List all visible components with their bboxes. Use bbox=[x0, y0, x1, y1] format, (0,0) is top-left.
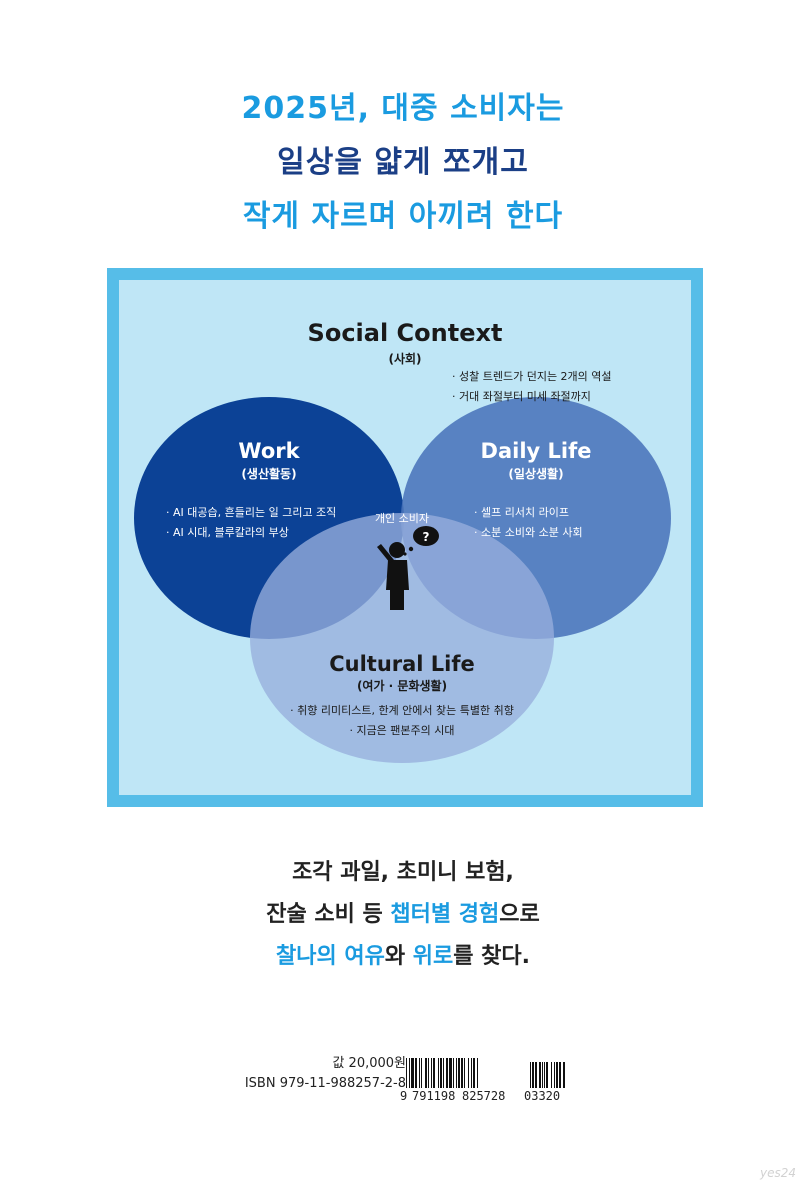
barcode-addon-bar bbox=[539, 1062, 541, 1088]
footer-line-1: 조각 과일, 초미니 보험, bbox=[292, 860, 514, 885]
barcode-addon-bar bbox=[556, 1062, 558, 1088]
footer-line-2: 잔술 소비 등 챕터별 경험으로 bbox=[0, 894, 806, 936]
social-bullet-2: · 거대 좌절부터 미세 좌절까지 bbox=[452, 390, 591, 403]
social-subtitle: (사회) bbox=[388, 351, 421, 366]
barcode-bar bbox=[438, 1058, 439, 1088]
venn-diagram: Social Context (사회) · 성찰 트렌드가 던지는 2개의 역설… bbox=[134, 319, 671, 763]
center-label: 개인 소비자 bbox=[375, 512, 429, 525]
barcode-group-2: 825728 bbox=[462, 1089, 506, 1103]
footer-highlight-comfort: 위로 bbox=[412, 944, 454, 969]
price-block: 값 20,000원 ISBN 979-11-988257-2-8 bbox=[226, 1054, 406, 1094]
headline-line-1: 2025년, 대중 소비자는 bbox=[241, 91, 565, 126]
social-title: Social Context bbox=[308, 319, 503, 347]
work-subtitle: (생산활동) bbox=[241, 466, 296, 481]
footer-copy: 조각 과일, 초미니 보험, 잔술 소비 등 챕터별 경험으로 찰나의 여유와 … bbox=[0, 852, 806, 978]
barcode-group-1: 791198 bbox=[412, 1089, 456, 1103]
barcode-bar bbox=[468, 1058, 469, 1088]
barcode-addon-bar bbox=[532, 1062, 534, 1088]
footer-highlight-leisure: 찰나의 여유 bbox=[275, 944, 385, 969]
cultural-title: Cultural Life bbox=[329, 652, 475, 676]
barcode-bar bbox=[461, 1058, 463, 1088]
barcode-bar bbox=[471, 1058, 472, 1088]
isbn-barcode bbox=[406, 1058, 565, 1088]
barcode-bar bbox=[446, 1058, 448, 1088]
daily-title: Daily Life bbox=[481, 439, 592, 463]
daily-bullet-2: · 소분 소비와 소분 사회 bbox=[474, 526, 583, 539]
barcode-bar bbox=[419, 1058, 420, 1088]
footer-line-3-mid-2: 를 찾다. bbox=[453, 944, 530, 969]
person-thinking-icon: ? bbox=[377, 526, 439, 610]
barcode-addon-bar bbox=[530, 1062, 531, 1088]
barcode-bar bbox=[431, 1058, 432, 1088]
work-bullet-1: · AI 대공습, 흔들리는 일 그리고 조직 bbox=[166, 505, 336, 519]
work-title: Work bbox=[238, 439, 300, 463]
barcode-bar bbox=[477, 1058, 478, 1088]
barcode-bar bbox=[473, 1058, 475, 1088]
isbn-label: ISBN 979-11-988257-2-8 bbox=[244, 1076, 406, 1091]
barcode-addon-bar bbox=[563, 1062, 565, 1088]
barcode-bar bbox=[433, 1058, 435, 1088]
cultural-subtitle: (여가 · 문화생활) bbox=[357, 678, 447, 693]
barcode-bar bbox=[428, 1058, 429, 1088]
daily-bullet-1: · 셀프 리서치 라이프 bbox=[474, 506, 569, 519]
headline-line-2: 일상을 얇게 쪼개고 bbox=[277, 145, 529, 180]
barcode-bar bbox=[425, 1058, 427, 1088]
cultural-bullet-2: · 지금은 팬본주의 시대 bbox=[349, 724, 454, 737]
work-bullet-2: · AI 시대, 블루칼라의 부상 bbox=[166, 526, 289, 539]
cultural-bullet-1: · 취향 리미티스트, 한계 안에서 찾는 특별한 취향 bbox=[290, 704, 514, 717]
footer-line-3-mid-1: 와 bbox=[384, 944, 413, 969]
barcode-bar bbox=[411, 1058, 414, 1088]
barcode-bar bbox=[415, 1058, 417, 1088]
barcode-bar bbox=[456, 1058, 457, 1088]
barcode-addon-bar bbox=[544, 1062, 545, 1088]
barcode-bar bbox=[409, 1058, 410, 1088]
barcode-bar bbox=[464, 1058, 465, 1088]
barcode-bar bbox=[440, 1058, 442, 1088]
barcode-bar bbox=[458, 1058, 460, 1088]
footer-line-2-suffix: 으로 bbox=[499, 902, 540, 927]
social-bullet-1: · 성찰 트렌드가 던지는 2개의 역설 bbox=[452, 370, 612, 383]
barcode-bar bbox=[449, 1058, 452, 1088]
footer-highlight-chapter: 챕터별 경험 bbox=[390, 902, 500, 927]
footer-line-3: 찰나의 여유와 위로를 찾다. bbox=[0, 936, 806, 978]
barcode-bar bbox=[406, 1058, 407, 1088]
barcode-addon-bar bbox=[554, 1062, 555, 1088]
daily-subtitle: (일상생활) bbox=[508, 466, 563, 481]
barcode-addon-bar bbox=[559, 1062, 561, 1088]
price-label: 값 20,000원 bbox=[332, 1056, 406, 1071]
barcode-bar bbox=[421, 1058, 422, 1088]
barcode-bar bbox=[443, 1058, 444, 1088]
barcode-addon-bar bbox=[551, 1062, 552, 1088]
barcode-addon: 03320 bbox=[524, 1089, 561, 1103]
venn-diagram-frame: Social Context (사회) · 성찰 트렌드가 던지는 2개의 역설… bbox=[107, 268, 703, 807]
svg-text:?: ? bbox=[423, 530, 430, 544]
barcode-addon-bar bbox=[542, 1062, 543, 1088]
watermark-logo: yes24 bbox=[759, 1166, 796, 1180]
cultural-life-circle bbox=[250, 513, 554, 763]
barcode-addon-bar bbox=[535, 1062, 537, 1088]
barcode-bar bbox=[453, 1058, 454, 1088]
barcode-lead-digit: 9 bbox=[400, 1089, 408, 1103]
headline: 2025년, 대중 소비자는 일상을 얇게 쪼개고 작게 자르며 아끼려 한다 bbox=[0, 82, 806, 244]
barcode-addon-bar bbox=[546, 1062, 548, 1088]
footer-line-2-text: 잔술 소비 등 bbox=[266, 902, 391, 927]
headline-line-3: 작게 자르며 아끼려 한다 bbox=[242, 199, 564, 234]
